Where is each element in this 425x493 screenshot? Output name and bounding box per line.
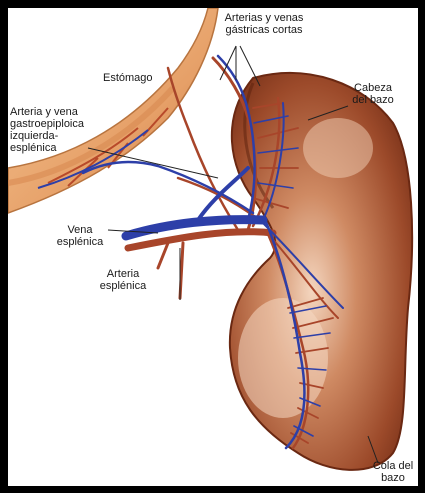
illustration-canvas: Arterias y venas gástricas cortas Estóma… [8,8,418,486]
label-short-gastric: Arterias y venas gástricas cortas [204,12,324,36]
label-splenic-artery: Arteria esplénica [93,268,153,292]
label-spleen-head: Cabeza del bazo [338,82,408,106]
label-spleen-tail: Cola del bazo [368,460,418,484]
label-gastroepiploic: Arteria y vena gastroepiploica izquierda… [10,106,84,154]
label-stomach: Estómago [103,72,153,84]
label-splenic-vein: Vena esplénica [50,224,110,248]
